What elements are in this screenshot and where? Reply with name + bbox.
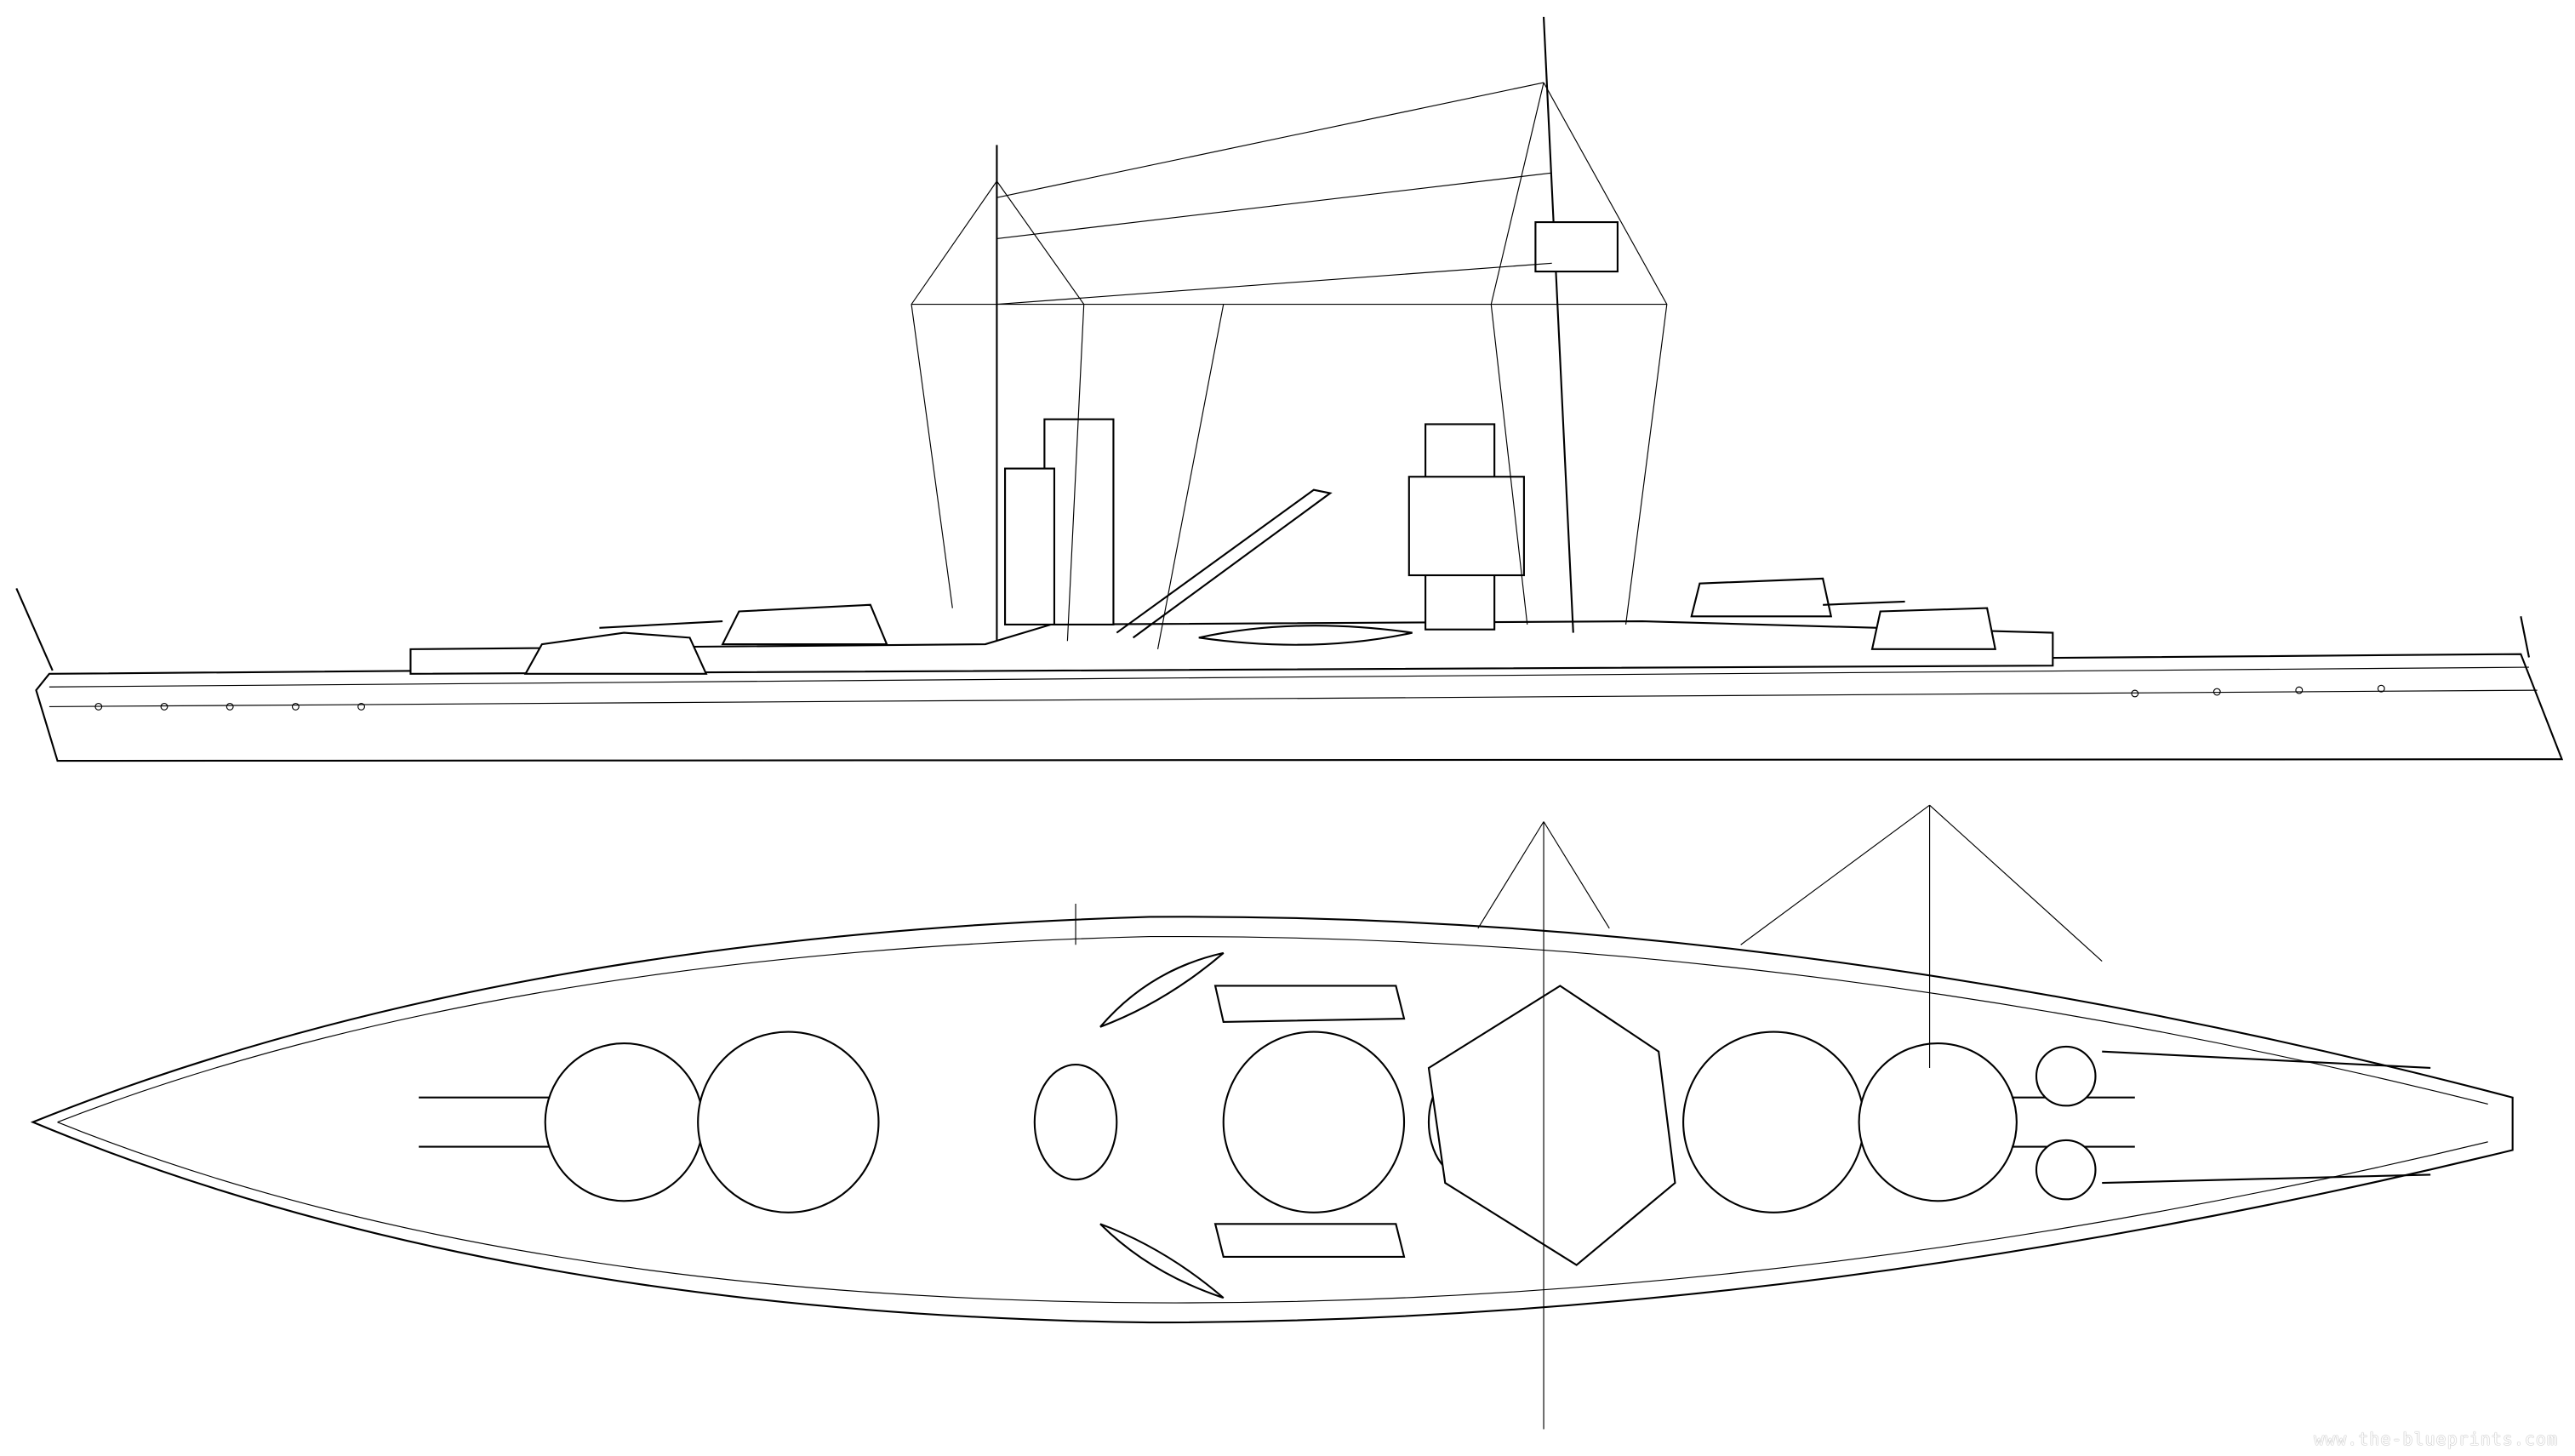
portholes — [94, 684, 2385, 711]
plan-view — [30, 804, 2514, 1430]
turret-d — [1870, 607, 1997, 650]
turret-a-top — [544, 1042, 705, 1202]
bow-jackstaff — [15, 588, 54, 671]
hull-profile — [35, 653, 2564, 762]
stern-flagstaff — [2520, 616, 2531, 658]
boat — [1198, 625, 1413, 646]
boat-top — [1099, 951, 1225, 1028]
main-mast — [1542, 16, 1574, 633]
deck-outline — [30, 916, 2514, 1324]
fore-funnel-top — [1033, 1064, 1118, 1181]
turret-c — [1690, 577, 1833, 618]
superstructure — [409, 620, 2054, 675]
turret-b — [721, 603, 888, 646]
turret-d-top — [1682, 1031, 1865, 1213]
boat-crane — [1116, 488, 1333, 639]
turret-e-top — [1858, 1042, 2018, 1202]
turret-c-top — [1222, 1031, 1406, 1213]
watermark: www.the-blueprints.com — [2314, 1429, 2558, 1449]
turret-a — [523, 631, 708, 675]
fore-funnel — [1043, 418, 1115, 625]
side-elevation-view — [15, 16, 2564, 762]
turret-b-top — [697, 1031, 880, 1213]
